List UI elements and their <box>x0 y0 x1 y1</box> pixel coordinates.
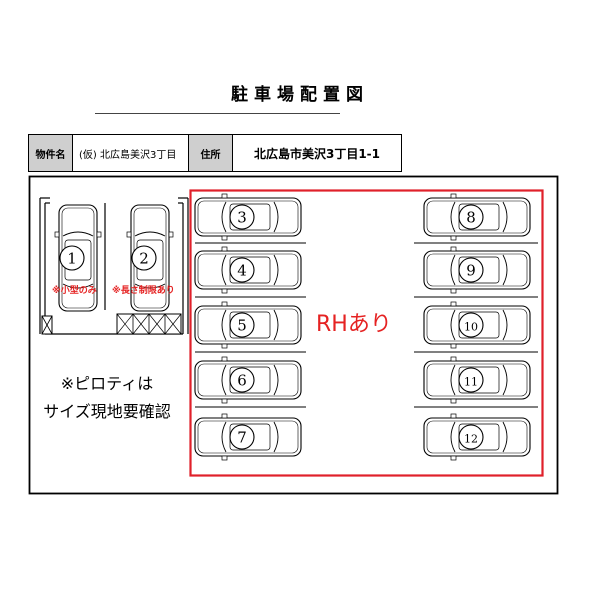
page-title: 駐車場配置図 <box>231 85 369 105</box>
space-number-circle <box>458 312 484 338</box>
site-boundary <box>28 175 559 495</box>
space-number: 10 <box>464 321 478 334</box>
space-number: 4 <box>237 262 247 280</box>
parking-space-8: 8 <box>423 193 531 241</box>
space-number-circle <box>131 245 157 271</box>
space-number-circle <box>458 424 484 450</box>
parking-space-7: 7 <box>194 413 302 461</box>
parking-space-2: 2 <box>126 204 174 312</box>
space-number: 7 <box>237 429 247 447</box>
space-number-circle <box>229 257 255 283</box>
rh-label: RHあり <box>316 312 392 337</box>
space-number-circle <box>229 367 255 393</box>
space-divider-lines <box>195 242 538 408</box>
space-number: 5 <box>237 317 247 335</box>
parking-space-9: 9 <box>423 246 531 294</box>
rh-area-outline <box>189 189 544 477</box>
piloti-note-line2: サイズ現地要確認 <box>43 402 171 421</box>
parking-space-4: 4 <box>194 246 302 294</box>
title-underline <box>95 113 340 114</box>
space-number-circle <box>458 204 484 230</box>
parking-space-1: 1 <box>54 204 102 312</box>
space-number: 3 <box>237 209 247 227</box>
parking-space-12: 12 <box>423 413 531 461</box>
space-number: 6 <box>237 372 247 390</box>
space-number: 9 <box>466 262 476 280</box>
parking-space-11: 11 <box>423 356 531 404</box>
hatched-boxes <box>116 313 182 335</box>
parking-space-3: 3 <box>194 193 302 241</box>
space-number: 2 <box>139 250 149 268</box>
parking-space-5: 5 <box>194 301 302 349</box>
address-value: 北広島市美沢3丁目1-1 <box>253 146 381 161</box>
space-number-circle <box>229 312 255 338</box>
property-info-table: 物件名 (仮) 北広島美沢3丁目 住所 北広島市美沢3丁目1-1 <box>28 134 402 172</box>
address-label: 住所 <box>189 135 233 171</box>
small-only-note: ※小型のみ <box>52 284 97 296</box>
space-number: 1 <box>67 250 77 268</box>
piloti-note-line1: ※ピロティは <box>61 374 153 393</box>
space-number: 11 <box>464 376 478 389</box>
piloti-structure <box>39 197 189 335</box>
space-number-circle <box>229 424 255 450</box>
length-limit-note: ※長さ制限あり <box>112 284 175 296</box>
property-name-label: 物件名 <box>29 135 73 171</box>
space-number-circle <box>458 367 484 393</box>
space-number: 12 <box>464 433 478 446</box>
space-number-circle <box>458 257 484 283</box>
space-number: 8 <box>466 209 476 227</box>
space-number-circle <box>229 204 255 230</box>
parking-space-6: 6 <box>194 356 302 404</box>
property-name-value: (仮) 北広島美沢3丁目 <box>73 135 189 171</box>
space-number-circle <box>59 245 85 271</box>
parking-space-10: 10 <box>423 301 531 349</box>
